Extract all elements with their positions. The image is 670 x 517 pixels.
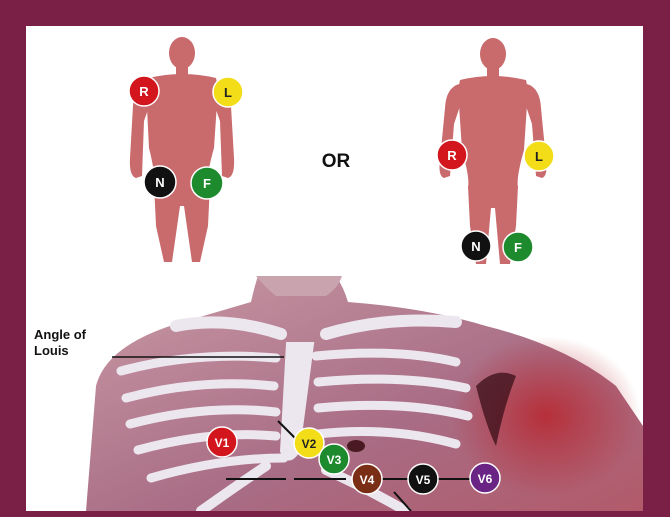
diagram-panel: R L N F OR — [26, 26, 643, 511]
lead-n-b: N — [461, 231, 491, 261]
lead-l-label: L — [535, 149, 543, 164]
lead-f-a: F — [191, 167, 223, 199]
lead-v4-label: V4 — [360, 473, 375, 487]
lead-l-b: L — [524, 141, 554, 171]
lead-f-b: F — [503, 232, 533, 262]
lead-r-b: R — [437, 140, 467, 170]
angle-of-louis-label-line2: Louis — [34, 343, 69, 358]
lead-r-label: R — [447, 148, 457, 163]
lead-v1: V1 — [207, 427, 237, 457]
lead-n-label: N — [471, 239, 480, 254]
lead-r-a: R — [129, 76, 159, 106]
lead-r-label: R — [139, 84, 149, 99]
lead-v5-label: V5 — [416, 473, 431, 487]
lead-v2-label: V2 — [302, 437, 317, 451]
lead-v4: V4 — [352, 464, 382, 494]
lead-v6-label: V6 — [478, 472, 493, 486]
lead-v1-label: V1 — [215, 436, 230, 450]
lead-v6: V6 — [470, 463, 500, 493]
angle-of-louis-label-line1: Angle of — [34, 327, 87, 342]
figure-b: R L N F — [437, 38, 554, 264]
lead-v3: V3 — [319, 444, 349, 474]
nipple-mark — [347, 440, 365, 452]
lead-n-a: N — [144, 166, 176, 198]
chest-illustration: Angle of Louis V1 V2 V3 V4 — [34, 276, 643, 511]
or-separator: OR — [322, 151, 351, 172]
lead-l-a: L — [213, 77, 243, 107]
lead-f-label: F — [514, 240, 522, 255]
lead-v3-label: V3 — [327, 453, 342, 467]
lead-n-label: N — [155, 175, 164, 190]
figure-a: R L N F — [129, 37, 243, 262]
lead-f-label: F — [203, 176, 211, 191]
lead-l-label: L — [224, 85, 232, 100]
body-silhouette-a — [130, 37, 234, 262]
ecg-lead-placement-diagram: R L N F OR — [26, 26, 643, 511]
lead-v5: V5 — [408, 464, 438, 494]
